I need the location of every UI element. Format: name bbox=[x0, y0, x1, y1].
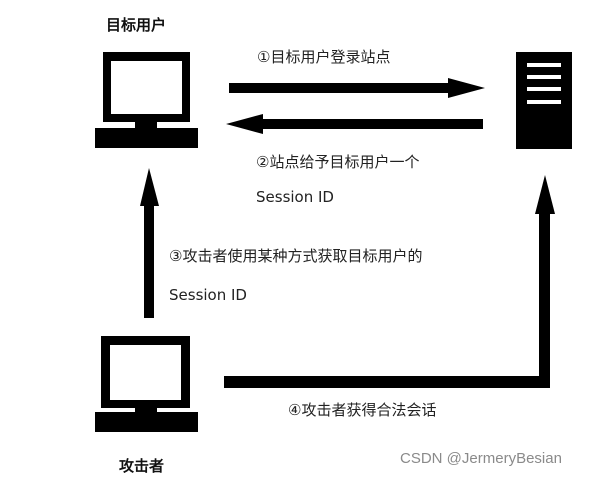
attacker-label: 攻击者 bbox=[119, 457, 165, 475]
server-icon bbox=[516, 52, 572, 149]
step-3-text-line2: Session ID bbox=[169, 286, 247, 304]
step-2-text-line2: Session ID bbox=[256, 188, 334, 206]
watermark: CSDN @JermeryBesian bbox=[400, 450, 562, 467]
attacker-computer-icon bbox=[95, 336, 198, 432]
step-1-text: ①目标用户登录站点 bbox=[257, 48, 391, 66]
target-user-computer-icon bbox=[95, 52, 198, 148]
target-user-label: 目标用户 bbox=[106, 16, 167, 34]
step-3-text-line1: ③攻击者使用某种方式获取目标用户的 bbox=[169, 247, 423, 265]
arrow-step-1 bbox=[229, 78, 485, 98]
arrow-step-3 bbox=[140, 168, 159, 318]
arrow-step-2 bbox=[226, 114, 483, 134]
step-2-text-line1: ②站点给予目标用户一个 bbox=[256, 153, 420, 171]
arrow-step-4 bbox=[224, 175, 555, 388]
step-4-text: ④攻击者获得合法会话 bbox=[288, 401, 437, 419]
